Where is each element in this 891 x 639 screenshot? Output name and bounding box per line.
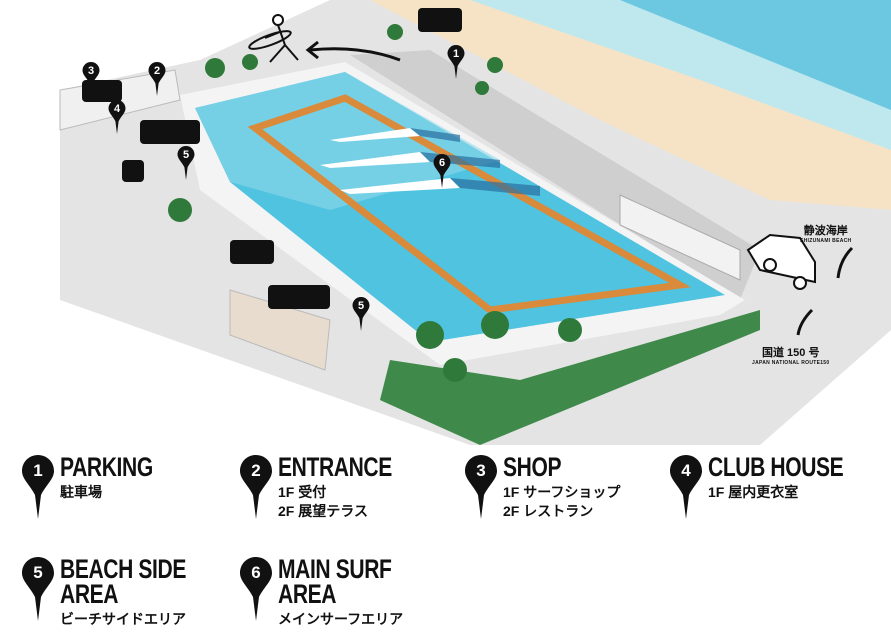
palm-tree-icon	[168, 24, 582, 382]
beach-label: 静波海岸 SHIZUNAMI BEACH	[800, 225, 852, 244]
legend-subtitle: 1F 屋内更衣室	[708, 484, 799, 500]
surf-track	[247, 94, 691, 314]
map-pin-icon: 5	[22, 557, 54, 621]
map-marker-2[interactable]: 2	[146, 62, 168, 96]
legend-subtitle: ビーチサイドエリア	[60, 611, 186, 627]
legend-title: ENTRANCE	[278, 452, 392, 482]
marker-number: 4	[113, 103, 121, 115]
legend-subtitle: 2F 展望テラス	[278, 503, 368, 519]
marker-number: 5	[182, 149, 190, 161]
marker-number: 1	[452, 48, 460, 60]
legend-title-line2: AREA	[60, 579, 119, 609]
building-2	[229, 289, 331, 371]
garden	[380, 310, 760, 445]
facility-icon-balloons	[82, 8, 462, 309]
map-marker-5[interactable]: 5	[350, 297, 372, 331]
legend-subtitle: 駐車場	[60, 484, 102, 500]
marker-number: 2	[153, 65, 161, 77]
legend-title: CLUB HOUSE	[708, 452, 844, 482]
map-marker-3[interactable]: 3	[80, 62, 102, 96]
sea-deep	[620, 0, 891, 110]
marker-number: 3	[87, 65, 95, 77]
legend-title: PARKING	[60, 452, 153, 482]
legend-subtitle: メインサーフエリア	[278, 611, 404, 627]
map-pin-icon: 4	[670, 455, 702, 519]
surfer-icon	[248, 14, 299, 63]
legend-title: MAIN SURF	[278, 554, 392, 584]
map-pin-icon: 3	[465, 455, 497, 519]
legend-subtitle: 1F 受付	[278, 484, 327, 500]
route-label: 国道 150 号 JAPAN NATIONAL ROUTE150	[752, 347, 830, 366]
car-icon	[746, 233, 816, 290]
facility-map	[59, 0, 891, 445]
parking-building	[619, 194, 741, 281]
legend-title: BEACH SIDE	[60, 554, 186, 584]
marker-number: 6	[438, 157, 446, 169]
legend-title: SHOP	[503, 452, 562, 482]
waves	[320, 128, 460, 194]
map-marker-5[interactable]: 5	[175, 146, 197, 180]
map-marker-1[interactable]: 1	[445, 45, 467, 79]
legend-title-line2: AREA	[278, 579, 337, 609]
map-marker-6[interactable]: 6	[431, 154, 453, 188]
legend-subtitle: 1F サーフショップ	[503, 484, 621, 500]
map-pin-icon: 1	[22, 455, 54, 519]
map-pin-icon: 6	[240, 557, 272, 621]
arrow-icon	[305, 40, 854, 336]
map-marker-4[interactable]: 4	[106, 100, 128, 134]
marker-number: 5	[357, 300, 365, 312]
map-pin-icon: 2	[240, 455, 272, 519]
legend-subtitle: 2F レストラン	[503, 503, 594, 519]
